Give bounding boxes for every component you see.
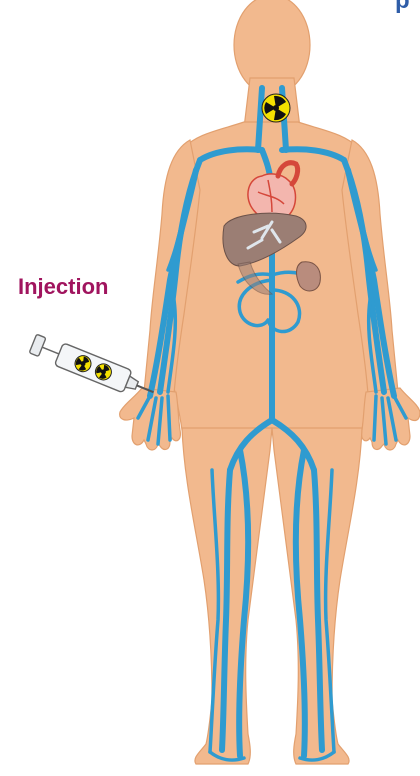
top-right-label-partial: p: [395, 0, 410, 15]
jugular-vein-left: [258, 88, 262, 150]
kidney: [297, 262, 321, 291]
radiation-icon: [262, 94, 290, 122]
injection-label: Injection: [18, 274, 108, 300]
